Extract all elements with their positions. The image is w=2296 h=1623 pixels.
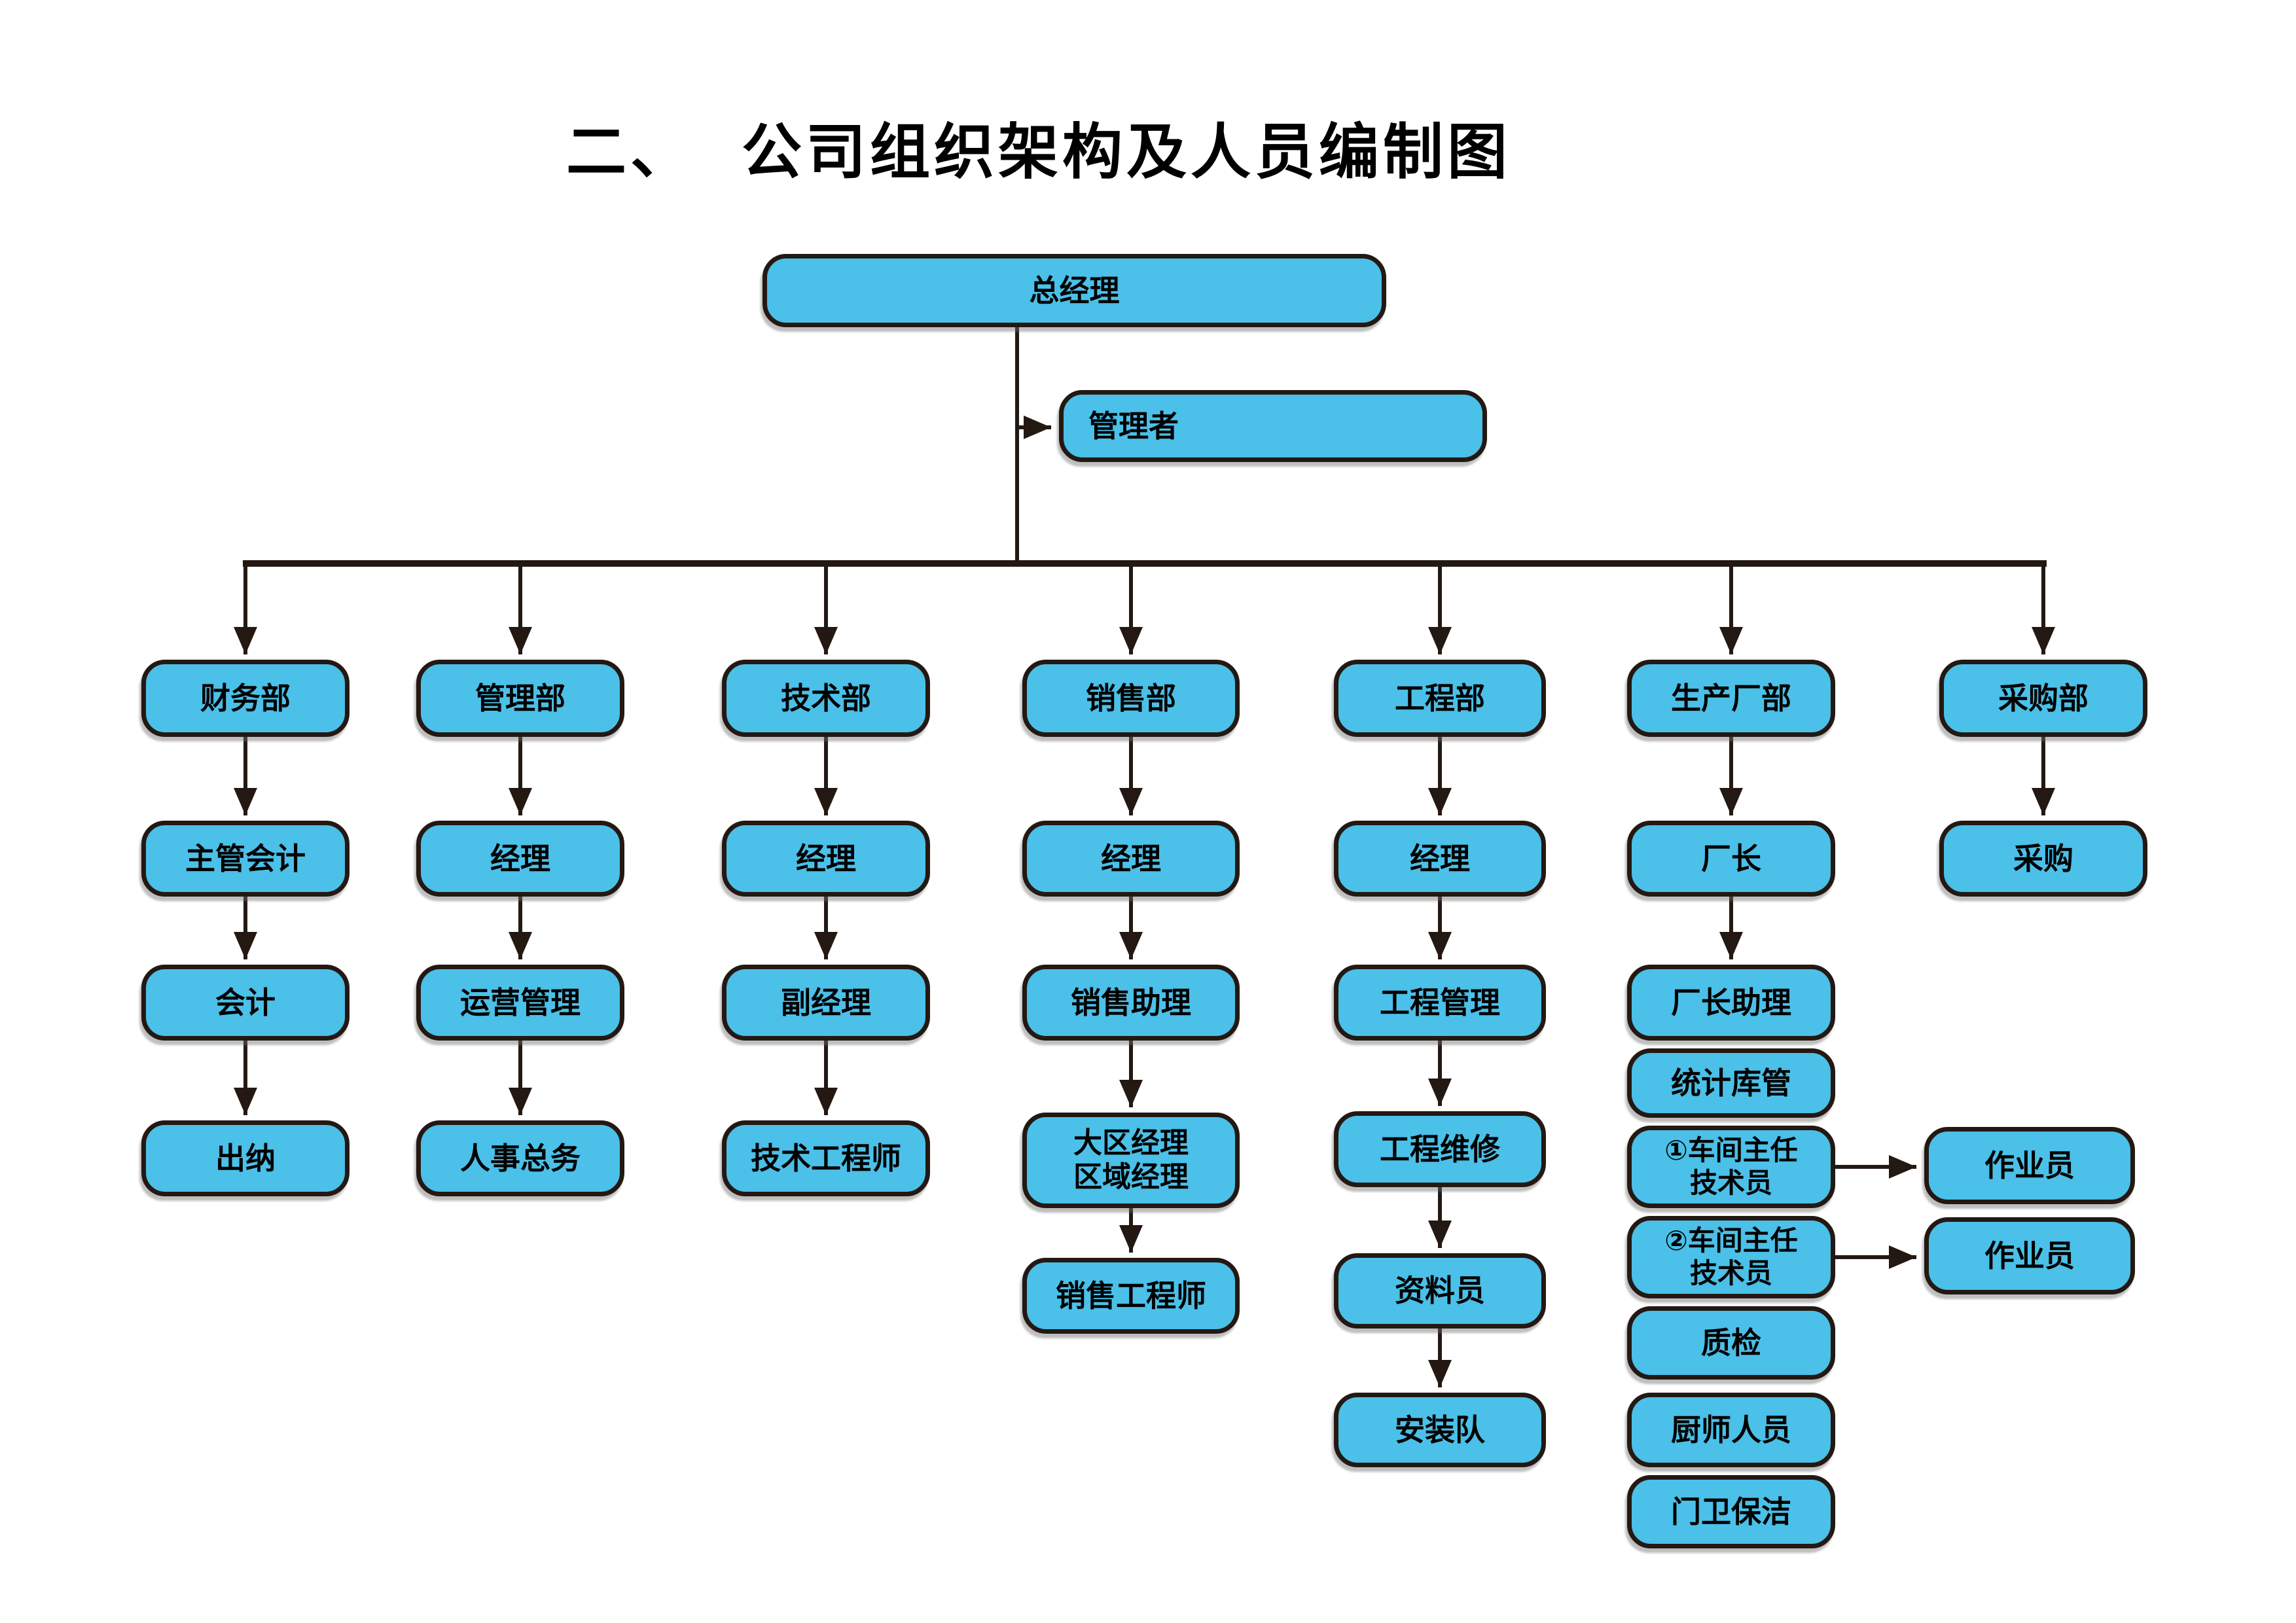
page-title-numbering: 二、 xyxy=(566,117,695,187)
node-gate-guard-cleaning: 门卫保洁 xyxy=(1627,1475,1835,1548)
node-sales-engineer: 销售工程师 xyxy=(1022,1258,1240,1334)
node-director-assistant: 厂长助理 xyxy=(1627,965,1835,1041)
node-general-manager: 总经理 xyxy=(762,254,1386,327)
node-hr-general-affairs: 人事总务 xyxy=(416,1120,624,1196)
node-purchaser: 采购 xyxy=(1939,821,2147,897)
node-technical-engineer: 技术工程师 xyxy=(722,1120,930,1196)
page-title: 二、公司组织架构及人员编制图 xyxy=(566,103,1511,190)
node-factory-director: 厂长 xyxy=(1627,821,1835,897)
node-sales-assistant: 销售助理 xyxy=(1022,965,1240,1041)
node-engineering-management: 工程管理 xyxy=(1334,965,1546,1041)
node-sales-manager: 经理 xyxy=(1022,821,1240,897)
node-engineering-manager: 经理 xyxy=(1334,821,1546,897)
node-sales-dept: 销售部 xyxy=(1022,660,1240,737)
node-kitchen-staff: 厨师人员 xyxy=(1627,1393,1835,1467)
node-chief-accountant: 主管会计 xyxy=(141,821,350,897)
node-administrator: 管理者 xyxy=(1059,390,1487,462)
node-admin-manager: 经理 xyxy=(416,821,624,897)
node-accountant: 会计 xyxy=(141,965,350,1041)
node-operator-2: 作业员 xyxy=(1924,1217,2135,1294)
node-engineering-dept: 工程部 xyxy=(1334,660,1546,737)
node-operations-management: 运营管理 xyxy=(416,965,624,1041)
node-engineering-maintenance: 工程维修 xyxy=(1334,1111,1546,1187)
node-operator-1: 作业员 xyxy=(1924,1127,2135,1204)
node-quality-inspection: 质检 xyxy=(1627,1306,1835,1380)
node-finance-dept: 财务部 xyxy=(141,660,350,737)
node-workshop-director-2: ②车间主任 技术员 xyxy=(1627,1216,1835,1298)
node-cashier: 出纳 xyxy=(141,1120,350,1196)
node-document-clerk: 资料员 xyxy=(1334,1253,1546,1329)
node-purchasing-dept: 采购部 xyxy=(1939,660,2147,737)
page-title-text: 公司组织架构及人员编制图 xyxy=(742,117,1512,187)
node-region-manager: 大区经理 区域经理 xyxy=(1022,1113,1240,1208)
node-tech-manager: 经理 xyxy=(722,821,930,897)
node-workshop-director-1: ①车间主任 技术员 xyxy=(1627,1126,1835,1208)
node-production-dept: 生产厂部 xyxy=(1627,660,1835,737)
node-installation-team: 安装队 xyxy=(1334,1393,1546,1467)
node-tech-dept: 技术部 xyxy=(722,660,930,737)
node-admin-dept: 管理部 xyxy=(416,660,624,737)
node-stats-warehouse: 统计库管 xyxy=(1627,1048,1835,1118)
node-deputy-manager: 副经理 xyxy=(722,965,930,1041)
